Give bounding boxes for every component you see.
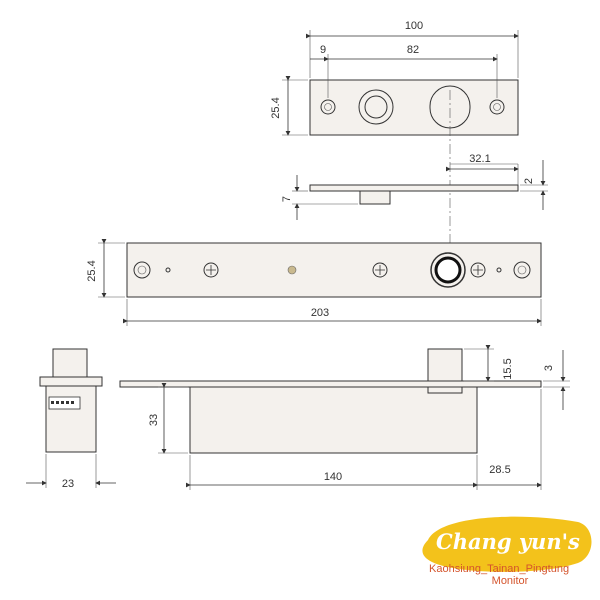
terminal-block	[48, 396, 81, 410]
dim-bolt-depth: 7	[281, 196, 293, 202]
watermark-brand: Chang yun's	[436, 529, 580, 554]
watermark-locations: Kaohsiung_Tainan_Pingtung	[429, 563, 569, 575]
side-faceplate	[119, 380, 542, 388]
watermark-logo: Chang yun's Kaohsiung_Tainan_Pingtung Mo…	[422, 516, 592, 587]
end-flange	[39, 376, 103, 387]
bolt-head	[434, 256, 462, 284]
dim-height-top: 25.4	[270, 97, 282, 118]
side-case	[189, 386, 478, 454]
dim-hole-offset: 9	[320, 44, 326, 56]
end-bolt	[52, 348, 88, 378]
strike-plate-side-view: 32.1 2 7	[281, 153, 548, 220]
lock-end-view: 23	[26, 348, 116, 490]
dim-case-length: 140	[324, 471, 342, 483]
bolt-hole	[364, 95, 388, 119]
plate-edge	[309, 184, 519, 192]
dim-body-length: 203	[311, 307, 329, 319]
strike-plate-front-view	[309, 79, 519, 136]
dim-side-height: 33	[148, 414, 160, 426]
mount-hole-right	[489, 99, 505, 115]
dim-top-width: 100	[405, 20, 423, 32]
dim-tail-length: 28.5	[489, 464, 510, 476]
lock-side-view: 33 140 28.5 15.5 3	[119, 345, 570, 490]
plate-boss	[359, 190, 391, 205]
lock-body-front-view: 25.4 203	[86, 239, 542, 326]
led-indicator	[287, 265, 297, 275]
dim-side-width: 23	[62, 478, 74, 490]
side-bolt	[427, 348, 463, 382]
dim-body-height: 25.4	[86, 260, 98, 281]
dim-bolt-height: 15.5	[502, 358, 514, 379]
dim-flange: 3	[543, 365, 555, 371]
dim-hole-spacing: 82	[407, 44, 419, 56]
watermark-blob	[422, 516, 592, 572]
strike-plate-body	[309, 79, 519, 136]
end-housing	[45, 385, 97, 453]
watermark-service: Monitor	[492, 575, 529, 587]
dim-top-group: 100 9 82 25.4	[270, 20, 519, 136]
dim-bolt-offset: 32.1	[469, 153, 490, 165]
dim-plate-thickness: 2	[523, 178, 535, 184]
mount-hole-left	[320, 99, 336, 115]
